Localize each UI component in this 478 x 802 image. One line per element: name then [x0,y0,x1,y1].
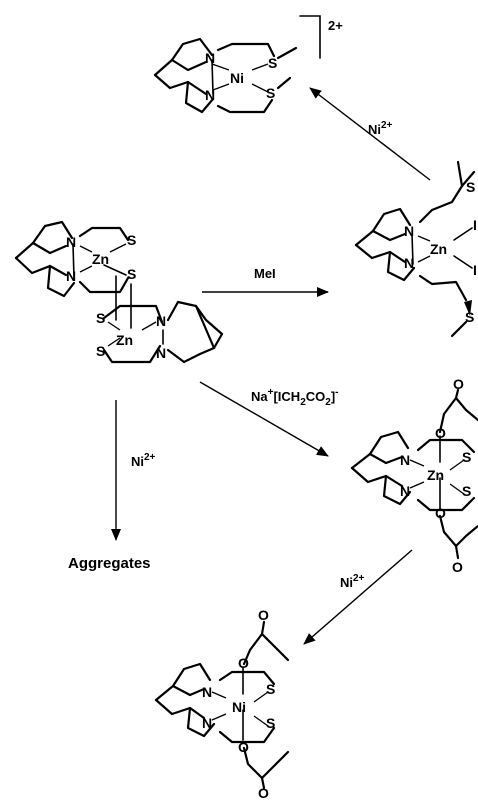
atom-o: O [238,739,249,755]
reagent-ni-bottom: Ni2+ [340,573,365,590]
zinc-dimer-complex: N N Zn S S S S Zn N N [14,220,224,364]
atom-n: N [205,50,215,66]
atom-s: S [462,449,471,465]
atom-n: N [404,223,414,239]
atom-o: O [452,559,463,575]
complex-charge: 2+ [328,18,343,33]
ni-thioether-complex: N N Ni S S 2+ [153,15,343,114]
aggregates-label: Aggregates [68,555,151,572]
arrow-to-ni-thioether [309,87,431,181]
atom-o: O [453,376,464,392]
reagent-methyl-iodide: MeI [254,266,276,281]
nickel-center: Ni [230,70,244,86]
ni-carboxylate-complex: N N Ni S S O O O O [154,607,290,801]
atom-o: O [238,655,249,671]
atom-s: S [96,343,105,359]
reagent-ni-top: Ni2+ [368,120,393,137]
nickel-center: Ni [232,699,246,715]
atom-s: S [266,715,275,731]
atom-o: O [435,505,446,521]
zinc-carboxylate-complex: N N Zn S S O O O O [350,376,478,575]
reagent-ni-aggregation: Ni2+ [131,452,156,469]
atom-n: N [202,715,212,731]
atom-n: N [66,234,76,250]
zinc-diiodide-complex: N N Zn I I S S [354,160,477,338]
reagent-iodoacetate: Na+[ICH2CO2]- [251,387,339,408]
atom-o: O [435,425,446,441]
atom-s: S [127,232,136,248]
atom-n: N [404,255,414,271]
atom-s-bridging: S [127,266,136,282]
atom-s: S [268,55,277,71]
atom-n: N [400,452,410,468]
atom-s: S [462,483,471,499]
atom-n: N [156,313,166,329]
atom-o: O [258,607,269,623]
atom-o: O [258,785,269,801]
zinc-center: Zn [92,251,109,267]
zinc-center: Zn [116,332,133,348]
atom-s: S [266,681,275,697]
atom-s: S [465,309,474,325]
atom-n: N [400,483,410,499]
arrow-alkylation [199,381,329,457]
atom-s: S [266,85,275,101]
atom-n: N [66,268,76,284]
atom-s-bridging: S [96,310,105,326]
arrow-to-ni-carboxylate [303,549,413,645]
atom-n: N [156,345,166,361]
zinc-center: Zn [430,241,447,257]
atom-n: N [202,684,212,700]
atom-s: S [466,179,475,195]
atom-n: N [205,87,215,103]
atom-i: I [473,262,477,278]
atom-i: I [473,217,477,233]
zinc-center: Zn [427,467,444,483]
